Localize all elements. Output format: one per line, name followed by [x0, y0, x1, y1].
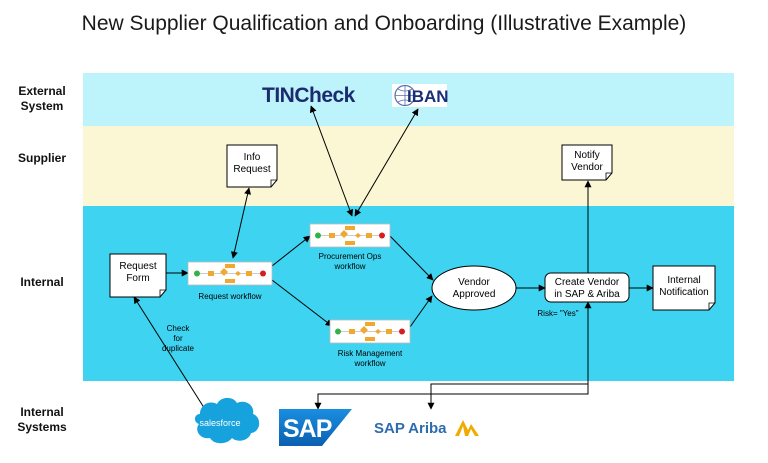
internal-notification-line1: Internal	[667, 275, 700, 286]
svg-text:TINCheck: TINCheck	[262, 84, 356, 107]
request-workflow-label: Request workflow	[198, 292, 261, 301]
svg-text:Check: Check	[167, 324, 191, 333]
internal-lane	[83, 206, 734, 381]
lane-label-internal-systems: Internal Systems	[17, 405, 67, 434]
procurement-workflow-line2: workflow	[333, 262, 365, 271]
create-vendor-node[interactable]: Create Vendor in SAP & Ariba	[544, 272, 630, 303]
ariba-mark-icon	[455, 420, 479, 436]
vendor-approved-node[interactable]: Vendor Approved	[431, 265, 517, 311]
arrow-create-to-ariba	[427, 383, 588, 410]
svg-text:IBAN: IBAN	[407, 87, 449, 106]
page-title: New Supplier Qualification and Onboardin…	[81, 12, 687, 35]
procurement-workflow-line1: Procurement Ops	[319, 252, 382, 261]
svg-text:for: for	[173, 334, 183, 343]
arrow-to-procurement	[271, 235, 311, 267]
arrow-iban	[354, 108, 419, 217]
svg-text:SAP: SAP	[283, 415, 332, 443]
notify-vendor-line2: Vendor	[571, 162, 603, 173]
arrow-create-to-sap	[314, 301, 592, 410]
iban-logo: IBAN	[392, 84, 449, 107]
connectors	[133, 105, 654, 415]
tincheck-logo: TINCheck	[262, 84, 356, 107]
internal-notification-doc[interactable]: Internal Notification	[652, 265, 716, 311]
svg-text:SAP Ariba: SAP Ariba	[374, 420, 447, 437]
salesforce-logo: salesforce	[194, 397, 260, 444]
internal-notification-line2: Notification	[659, 287, 708, 298]
risk-workflow-line2: workflow	[353, 359, 385, 368]
arrow-tincheck	[309, 105, 354, 217]
vendor-approved-line2: Approved	[453, 289, 496, 300]
procurement-ops-workflow[interactable]: Procurement Ops workflow	[309, 223, 391, 271]
request-form-doc[interactable]: Request Form	[109, 253, 167, 298]
request-form-line1: Request	[119, 261, 156, 272]
arrow-procurement-to-approved	[389, 235, 434, 281]
notify-vendor-doc[interactable]: Notify Vendor	[561, 144, 613, 181]
arrow-salesforce-to-form	[133, 296, 209, 415]
procurement-workflow-icon	[315, 226, 385, 245]
notify-vendor-line1: Notify	[574, 150, 600, 161]
request-form-line2: Form	[126, 273, 149, 284]
supplier-lane	[83, 126, 734, 206]
sap-ariba-logo: SAP Ariba	[374, 420, 479, 437]
svg-text:duplicate: duplicate	[162, 344, 195, 353]
risk-management-workflow[interactable]: Risk Management workflow	[329, 319, 411, 368]
create-vendor-line2: in SAP & Ariba	[554, 289, 620, 300]
risk-workflow-line1: Risk Management	[338, 349, 403, 358]
request-workflow-icon	[194, 264, 266, 283]
risk-yes-note: Risk= "Yes"	[537, 309, 578, 318]
check-duplicate-note: Check for duplicate	[162, 324, 195, 353]
lane-label-internal: Internal	[20, 275, 64, 289]
info-request-line2: Request	[233, 164, 270, 175]
risk-workflow-icon	[335, 322, 405, 341]
create-vendor-line1: Create Vendor	[555, 277, 620, 288]
lane-label-supplier: Supplier	[17, 151, 66, 165]
arrow-info-request	[230, 187, 252, 259]
request-workflow[interactable]: Request workflow	[187, 261, 273, 301]
sap-logo: SAP	[279, 409, 352, 446]
info-request-line1: Info	[244, 152, 261, 163]
lane-label-external: External System	[18, 84, 66, 113]
info-request-doc[interactable]: Info Request	[226, 144, 278, 188]
svg-text:salesforce: salesforce	[199, 418, 240, 428]
vendor-approved-line1: Vendor	[458, 277, 490, 288]
